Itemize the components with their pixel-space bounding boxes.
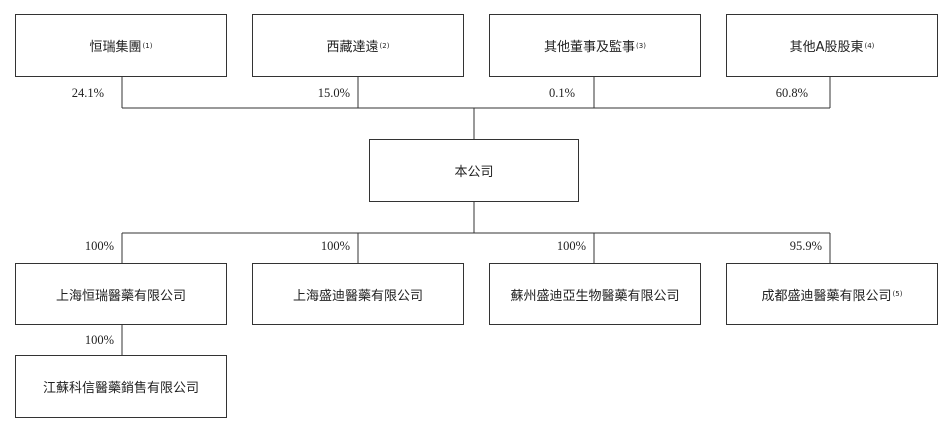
footnote: (2) — [379, 41, 390, 50]
entity-name: 成都盛迪醫藥有限公司 — [761, 288, 892, 304]
footnote: (5) — [892, 290, 903, 298]
ownership-pct: 15.0% — [317, 86, 350, 100]
ownership-pct: 100% — [320, 239, 350, 253]
entity-name: 江蘇科信醫藥銷售有限公司 — [42, 381, 199, 396]
entity-name: 上海盛迪醫藥有限公司 — [292, 288, 423, 304]
ownership-pct: 100% — [84, 239, 114, 253]
subsidiary-box: 上海恒瑞醫藥有限公司 — [15, 263, 227, 325]
sub-subsidiary-box: 江蘇科信醫藥銷售有限公司 — [15, 355, 227, 418]
shareholder-box: 其他A股股東(4) — [726, 14, 938, 77]
entity-name: 上海恒瑞醫藥有限公司 — [55, 288, 186, 304]
entity-name: 其他A股股東 — [789, 40, 864, 55]
subsidiary-box: 蘇州盛迪亞生物醫藥有限公司 — [489, 263, 701, 325]
ownership-pct: 95.9% — [789, 239, 822, 253]
subsidiary-box: 成都盛迪醫藥有限公司(5) — [726, 263, 938, 325]
entity-name: 本公司 — [454, 165, 494, 180]
shareholder-box: 西藏達遠(2) — [252, 14, 464, 77]
company-box: 本公司 — [369, 139, 579, 202]
subsidiary-box: 上海盛迪醫藥有限公司 — [252, 263, 464, 325]
shareholder-box: 其他董事及監事(3) — [489, 14, 701, 77]
footnote: (4) — [864, 41, 875, 50]
ownership-pct: 60.8% — [775, 86, 808, 100]
footnote: (1) — [142, 41, 153, 50]
entity-name: 西藏達遠 — [326, 40, 379, 55]
shareholder-box: 恒瑞集團(1) — [15, 14, 227, 77]
entity-name: 其他董事及監事 — [544, 40, 636, 55]
entity-name: 蘇州盛迪亞生物醫藥有限公司 — [510, 288, 680, 304]
ownership-pct: 100% — [556, 239, 586, 253]
footnote: (3) — [636, 41, 646, 50]
ownership-pct: 0.1% — [548, 86, 575, 100]
ownership-pct: 24.1% — [71, 86, 104, 100]
entity-name: 恒瑞集團 — [89, 40, 142, 55]
ownership-pct: 100% — [84, 333, 114, 347]
